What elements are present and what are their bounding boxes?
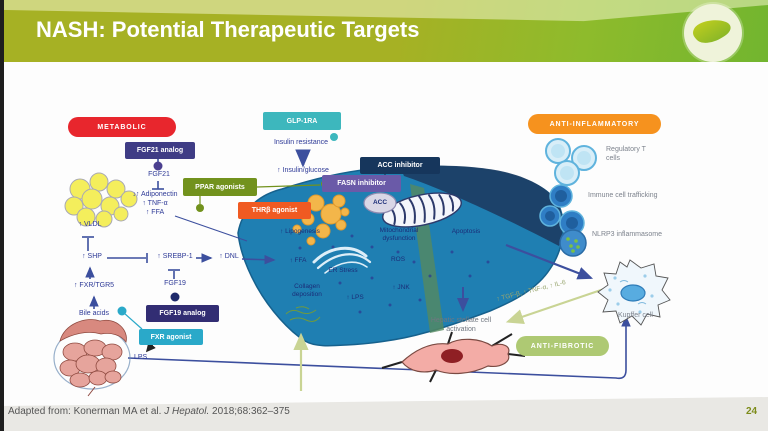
fgf19-label: FGF19 <box>164 280 186 287</box>
regulatory-t-cells-label: Regulatory T cells <box>606 146 646 162</box>
lipid-droplets <box>292 194 350 246</box>
tnf-alpha-label: ↑ TNF-α <box>142 200 168 207</box>
citation-prefix: Adapted from: Konerman MA et al. <box>8 406 165 417</box>
fxr-tgr5-label: ↑ FXR/TGR5 <box>73 282 115 289</box>
immune-cell-trafficking-label: Immune cell trafficking <box>588 192 658 199</box>
acc-enzyme <box>363 192 397 214</box>
video-letterbox-edge <box>0 0 4 431</box>
pathway-arrows <box>82 149 594 312</box>
ffa-label: ↑ FFA <box>145 209 165 216</box>
logo <box>684 4 742 62</box>
kupffer-cell-label: Kupffer cell <box>618 312 653 319</box>
mitochondrial-dysfunction-label: Mitochondrial dysfunction <box>379 227 419 242</box>
stellate-cell-illustration <box>381 331 526 383</box>
citation: Adapted from: Konerman MA et al. J Hepat… <box>8 406 290 417</box>
liver-illustration <box>237 165 565 347</box>
insulin-resistance-label: Insulin resistance <box>273 139 329 146</box>
logo-liver-icon <box>693 20 731 43</box>
fasn-inhibitor-therapy-box: FASN inhibitor <box>322 175 401 192</box>
jnk-label: ↑ JNK <box>392 284 410 291</box>
adiponectin-label: ↓↑ Adiponectin <box>132 191 178 198</box>
page-number: 24 <box>746 406 758 417</box>
apoptosis-label: Apoptosis <box>451 228 481 235</box>
fgf19-analog-therapy-box: FGF19 analog <box>146 305 219 322</box>
regulatory-t-cells-illustration <box>545 138 597 186</box>
adipose-tissue <box>64 172 138 228</box>
acc-inhibitor-therapy-box: ACC inhibitor <box>360 157 440 174</box>
page-title: NASH: Potential Therapeutic Targets <box>36 17 420 42</box>
ros-label: ROS <box>390 256 406 263</box>
nlrp3-inflammasome-label: NLRP3 inflammasome <box>592 231 663 238</box>
citation-journal: J Hepatol. <box>164 406 210 417</box>
immune-cells-illustration <box>539 184 585 236</box>
glp1ra-therapy-box: GLP-1RA <box>263 112 341 130</box>
lps-label: LPS <box>134 354 148 361</box>
dnl-label: ↑ DNL <box>219 253 239 260</box>
er-stress-label: ER Stress <box>328 267 358 274</box>
acc-label: ACC <box>372 199 388 206</box>
collagen-fibres <box>285 306 321 322</box>
shp-label: ↑ SHP <box>82 253 102 260</box>
fxr-agonist-therapy-box: FXR agonist <box>139 329 203 345</box>
slide-header <box>0 0 768 62</box>
insulin-glucose-label: ↑ Insulin/glucose <box>277 167 329 174</box>
mitochondria-illustration <box>363 192 462 228</box>
er-illustration <box>312 246 372 274</box>
hepatic-stellate-label: Hepatic stellate cell activation <box>430 317 492 333</box>
bile-acids-label: Bile acids <box>79 310 109 317</box>
anti-inflammatory-category-pill: ANTI-INFLAMMATORY <box>528 114 661 134</box>
fibrosis-arrows <box>293 287 605 391</box>
metabolic-category-pill: METABOLIC <box>68 117 176 137</box>
srebp1-label: ↑ SREBP-1 <box>157 253 193 260</box>
kupffer-cell-illustration <box>597 259 671 326</box>
fgf21-label: FGF21 <box>148 171 170 178</box>
liver-inflammation-dots <box>298 234 490 314</box>
collagen-deposition-label: Collagen deposition <box>292 283 322 298</box>
liver-lps-label: ↑ LPS <box>346 294 364 301</box>
nlrp3-illustration <box>559 229 587 257</box>
thrb-agonist-therapy-box: THRβ agonist <box>238 202 311 219</box>
vldl-label: ↑ VLDL <box>78 221 102 228</box>
anti-fibrotic-category-pill: ANTI-FIBROTIC <box>516 336 609 356</box>
lps-to-kupffer-arrow <box>127 315 631 380</box>
lipogenesis-label: ↑ Lipogenesis <box>280 228 320 235</box>
liver-ffa-label: ↑ FFA <box>289 257 307 264</box>
ppar-agonists-therapy-box: PPAR agonists <box>183 178 257 196</box>
fgf21-analog-therapy-box: FGF21 analog <box>125 142 195 159</box>
intestine-illustration <box>53 319 159 397</box>
citation-suffix: 2018;68:362–375 <box>209 406 290 417</box>
